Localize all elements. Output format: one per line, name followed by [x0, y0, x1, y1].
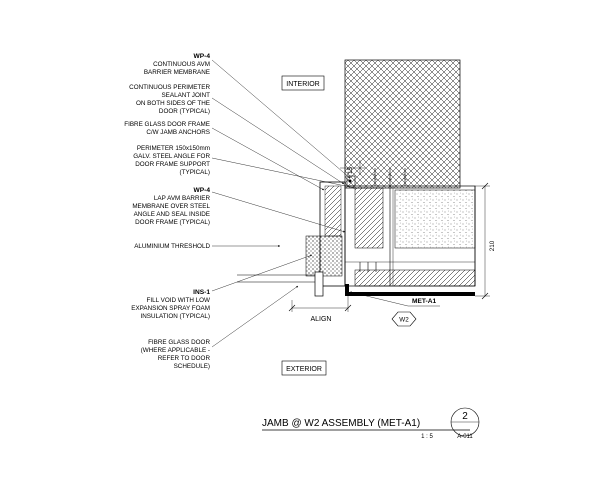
title-block: JAMB @ W2 ASSEMBLY (MET-A1) 2 1 : 5 A-01…: [262, 407, 480, 440]
ins1-line1: FILL VOID WITH LOW: [147, 297, 210, 304]
angle-line1: PERIMETER 150x150mm: [137, 145, 210, 152]
dim-15-text: 15: [347, 166, 354, 174]
detail-number: 2: [462, 411, 468, 422]
wp4-lap-tag: WP-4: [194, 187, 211, 194]
dim-210-text: 210: [489, 240, 496, 251]
wp4-lap-line2: MEMBRANE OVER STEEL: [132, 203, 210, 210]
jamb-anchors: [346, 168, 408, 187]
angle-line2: GALV. STEEL ANGLE FOR: [133, 153, 210, 160]
door-frame: [319, 181, 346, 287]
dimension-align: [288, 296, 352, 312]
door-leaf: [237, 271, 324, 297]
detail-title: JAMB @ W2 ASSEMBLY (MET-A1): [262, 418, 420, 429]
door-line2: (WHERE APPLICABLE -: [141, 347, 210, 354]
sealant-line3: ON BOTH SIDES OF THE: [136, 100, 210, 107]
dimension-15: [340, 160, 365, 175]
steel-angle: [345, 262, 475, 296]
align-text: ALIGN: [310, 316, 331, 323]
interior-label: INTERIOR: [286, 81, 319, 88]
annotation-labels: WP-4 CONTINUOUS AVM BARRIER MEMBRANE CON…: [124, 53, 210, 370]
w2-tag: W2: [399, 317, 409, 324]
wp4-top-line2: BARRIER MEMBRANE: [144, 69, 210, 76]
exterior-label: EXTERIOR: [286, 366, 322, 373]
door-line3: REFER TO DOOR: [158, 355, 211, 362]
wp4-lap-line1: LAP AVM BARRIER: [154, 195, 211, 202]
sealant-line4: DOOR (TYPICAL): [159, 108, 210, 115]
detail-sheet-ref: A-011: [457, 434, 473, 440]
w2-hexagon: [391, 311, 417, 327]
ins1-line2: EXPANSION SPRAY FOAM: [131, 305, 210, 312]
wp4-lap-line4: DOOR FRAME (TYPICAL): [135, 219, 210, 226]
wp4-lap-line3: ANGLE AND SEAL INSIDE: [134, 211, 210, 218]
wp4-top-tag: WP-4: [194, 53, 211, 60]
frame-line2: C/W JAMB ANCHORS: [146, 129, 210, 136]
ins1-line3: INSULATION (TYPICAL): [140, 313, 210, 320]
wall-assembly: [344, 185, 476, 287]
dimension-210: [475, 182, 490, 300]
ins1-tag: INS-1: [193, 289, 210, 296]
spray-foam-insulation: [305, 235, 343, 277]
sealant-line1: CONTINUOUS PERIMETER: [129, 84, 210, 91]
frame-line1: FIBRE GLASS DOOR FRAME: [124, 121, 210, 128]
met-a1-tag: MET-A1: [412, 298, 437, 305]
door-line1: FIBRE GLASS DOOR: [148, 339, 210, 346]
wp4-top-line1: CONTINUOUS AVM: [153, 61, 210, 68]
detail-scale: 1 : 5: [421, 434, 433, 440]
door-line4: SCHEDULE): [174, 363, 210, 370]
exterior-box: [281, 360, 327, 376]
leader-lines: [211, 59, 440, 348]
interior-box: [281, 75, 325, 91]
angle-line4: (TYPICAL): [180, 169, 210, 176]
threshold-label: ALUMINIUM THRESHOLD: [134, 243, 210, 250]
angle-line3: DOOR FRAME SUPPORT: [135, 161, 210, 168]
sealant-line2: SEALANT JOINT: [161, 92, 210, 99]
concrete-wall: [344, 59, 461, 189]
